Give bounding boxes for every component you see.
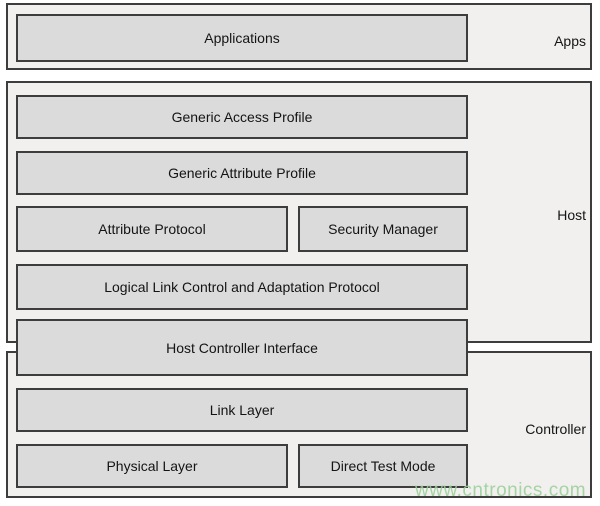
block-logical-link-control-and-adaptation-protocol: Logical Link Control and Adaptation Prot… xyxy=(16,264,468,310)
block-applications: Applications xyxy=(16,14,468,62)
controller-group-label: Controller xyxy=(525,421,586,437)
block-physical-layer: Physical Layer xyxy=(16,444,288,488)
block-attribute-protocol: Attribute Protocol xyxy=(16,206,288,252)
watermark-text: www.cntronics.com xyxy=(415,480,587,501)
block-generic-access-profile: Generic Access Profile xyxy=(16,95,468,139)
block-host-controller-interface: Host Controller Interface xyxy=(16,319,468,376)
host-group-label: Host xyxy=(557,207,586,223)
block-direct-test-mode: Direct Test Mode xyxy=(298,444,468,488)
block-security-manager: Security Manager xyxy=(298,206,468,252)
block-generic-attribute-profile: Generic Attribute Profile xyxy=(16,151,468,195)
apps-group-label: Apps xyxy=(554,33,586,49)
block-link-layer: Link Layer xyxy=(16,388,468,432)
